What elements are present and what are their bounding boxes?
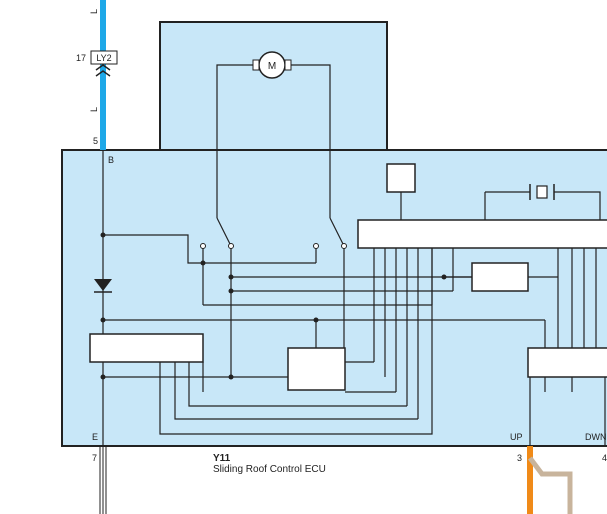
ic-right [527,347,607,378]
terminal-dwn-pin: 4 [602,453,607,463]
wire-mark: L [89,9,99,14]
motor-brush-right [284,59,292,71]
motor-compartment [159,21,388,153]
ecu-body [61,149,607,447]
diode-icon [94,279,112,291]
motor-brush-left [252,59,260,71]
ic-center [287,347,346,391]
ic-left [89,333,204,363]
resistor-block [471,262,529,292]
wire-tan [528,456,573,514]
motor-label: M [268,61,276,72]
terminal-b-pin: 5 [93,136,98,146]
connector-chevron [95,64,111,71]
terminal-e-name: E [92,432,98,442]
terminal-dwn-name: DWN [585,432,607,442]
ic-main [357,219,607,249]
connector-pin: 17 [76,53,86,63]
terminal-e-pin: 7 [92,453,97,463]
junction-dots [100,232,447,380]
terminal-b-name: B [108,155,114,165]
connector-chevron [95,70,111,77]
component-box-small [386,163,416,193]
component-code: Y11 [213,453,231,464]
internal-wiring [102,64,606,446]
relay-contacts [200,243,347,249]
terminal-up-name: UP [510,432,523,442]
connector-ly2 [90,50,118,65]
terminal-up-pin: 3 [517,453,522,463]
ground-wires [99,446,107,514]
connector-label: LY2 [96,53,111,63]
crystal-icon [536,185,548,199]
component-name: Sliding Roof Control ECU [213,464,326,475]
wire-mark: L [89,107,99,112]
